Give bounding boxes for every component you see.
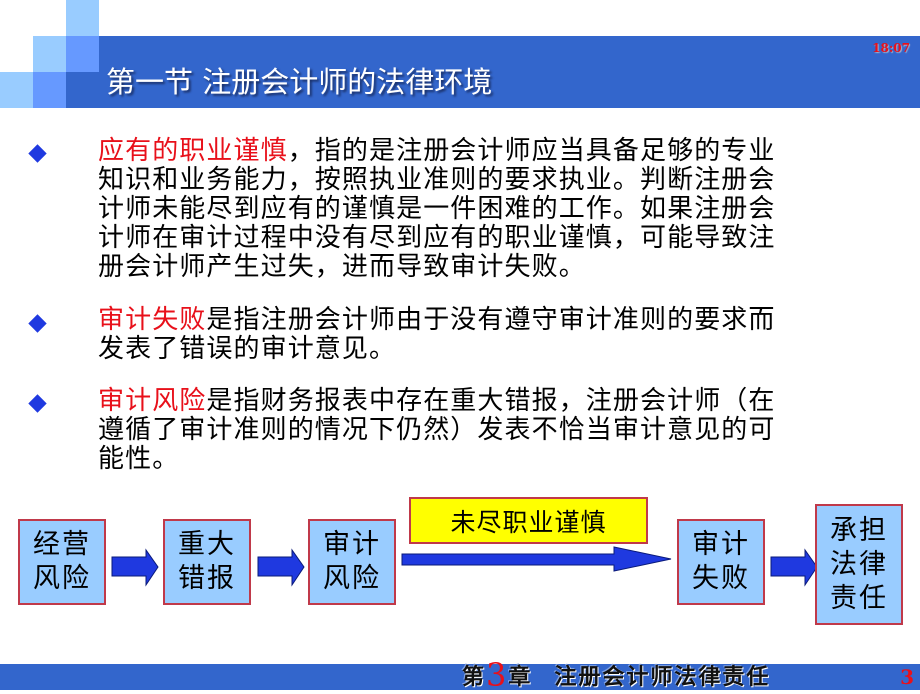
bullet-text: 应有的职业谨慎，指的是注册会计师应当具备足够的专业 知识和业务能力，按照执业准则… (98, 137, 898, 282)
diamond-bullet-icon (28, 314, 47, 333)
box-label: 承担 (830, 514, 888, 546)
diamond-bullet-icon (28, 144, 47, 163)
box-label: 责任 (830, 582, 888, 614)
text-line: 能性。 (98, 444, 180, 474)
diamond-bullet-icon (28, 394, 47, 413)
right-arrow-icon (257, 548, 305, 587)
right-arrow-icon (770, 548, 818, 587)
bullet-text: 审计失败是指注册会计师由于没有遵守审计准则的要求而 发表了错误的审计意见。 (98, 306, 898, 364)
slide-title: 第一节 注册会计师的法律环境 (106, 65, 493, 99)
bullet-text: 审计风险是指财务报表中存在重大错报，注册会计师（在 遵循了审计准则的情况下仍然）… (98, 387, 898, 474)
box-label: 审计 (692, 529, 750, 560)
condition-label-box: 未尽职业谨慎 (409, 497, 648, 544)
box-label: 错报 (178, 563, 236, 594)
chapter-suffix: 章 (508, 664, 533, 690)
text-line: 是指财务报表中存在重大错报，注册会计师（在 (206, 386, 776, 416)
flow-box-business-risk: 经营 风险 (18, 519, 106, 605)
box-label: 经营 (33, 529, 91, 560)
decor-square (66, 36, 99, 72)
box-label: 法律 (830, 548, 888, 580)
title-bar-extension (66, 72, 99, 108)
flow-box-legal-liability: 承担 法律 责任 (815, 504, 903, 625)
flow-box-material-misstatement: 重大 错报 (163, 519, 251, 605)
box-label: 失败 (692, 563, 750, 594)
highlight-term: 审计风险 (98, 386, 207, 416)
text-line: 册会计师产生过失，进而导致审计失败。 (98, 252, 586, 282)
box-label: 重大 (178, 529, 236, 560)
box-label: 风险 (33, 563, 91, 594)
footer-bar (0, 664, 920, 690)
decor-square (0, 72, 33, 108)
title-bar (99, 36, 920, 108)
decor-square (66, 0, 99, 36)
text-line: 计师未能尽到应有的谨慎是一件困难的工作。如果注册会 (98, 194, 776, 224)
flow-box-audit-failure: 审计 失败 (677, 519, 765, 605)
box-label: 审计 (323, 529, 381, 560)
text-line: 是指注册会计师由于没有遵守审计准则的要求而 (206, 305, 776, 335)
right-arrow-icon (111, 548, 159, 587)
text-line: ，指的是注册会计师应当具备足够的专业 (287, 136, 776, 166)
page-number: 3 (900, 665, 914, 689)
decor-square (33, 72, 66, 108)
text-line: 遵循了审计准则的情况下仍然）发表不恰当审计意见的可 (98, 415, 776, 445)
text-line: 计师在审计过程中没有尽到应有的职业谨慎，可能导致注 (98, 223, 776, 253)
long-right-arrow-icon (401, 546, 672, 572)
chapter-prefix: 第 (462, 664, 487, 690)
text-line: 发表了错误的审计意见。 (98, 334, 397, 364)
highlight-term: 应有的职业谨慎 (98, 136, 288, 166)
highlight-term: 审计失败 (98, 305, 207, 335)
clock-time: 18:07 (872, 41, 910, 55)
chapter-title: 第3章注册会计师法律责任 (462, 654, 771, 694)
chapter-number: 3 (486, 656, 509, 694)
box-label: 风险 (323, 563, 381, 594)
decor-square (33, 36, 66, 72)
chapter-name: 注册会计师法律责任 (554, 664, 771, 690)
flow-box-audit-risk: 审计 风险 (308, 519, 396, 605)
text-line: 知识和业务能力，按照执业准则的要求执业。判断注册会 (98, 165, 776, 195)
